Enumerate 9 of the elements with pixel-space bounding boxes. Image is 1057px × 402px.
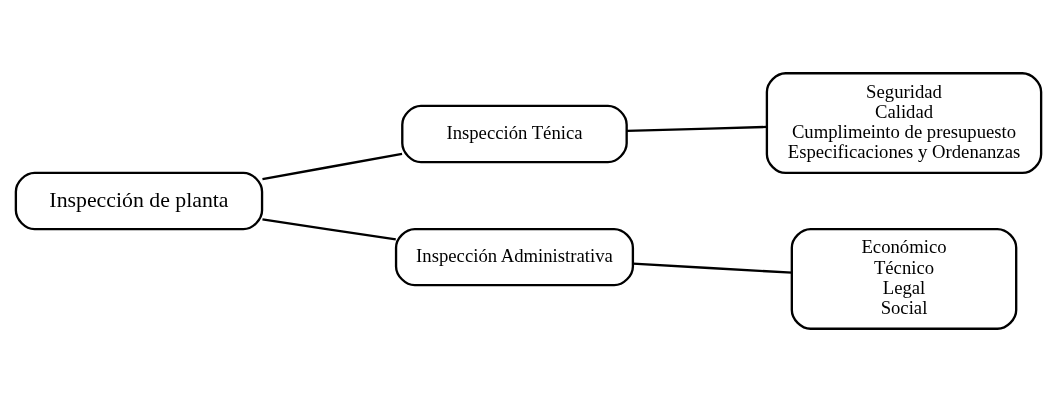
- node-box: Económico Técnico Legal Social: [790, 227, 1018, 330]
- node-box: Inspección Administrativa: [394, 227, 635, 287]
- connector: [626, 125, 767, 133]
- node-box: Seguridad Calidad Cumplimeinto de presupuesto Especificaciones y Ordenanzas: [765, 72, 1043, 175]
- connector: [632, 262, 792, 274]
- connector: [262, 218, 396, 241]
- node-box: Inspección de planta: [14, 171, 264, 231]
- node-box: Inspección Ténica: [401, 104, 628, 164]
- connector: [262, 152, 403, 181]
